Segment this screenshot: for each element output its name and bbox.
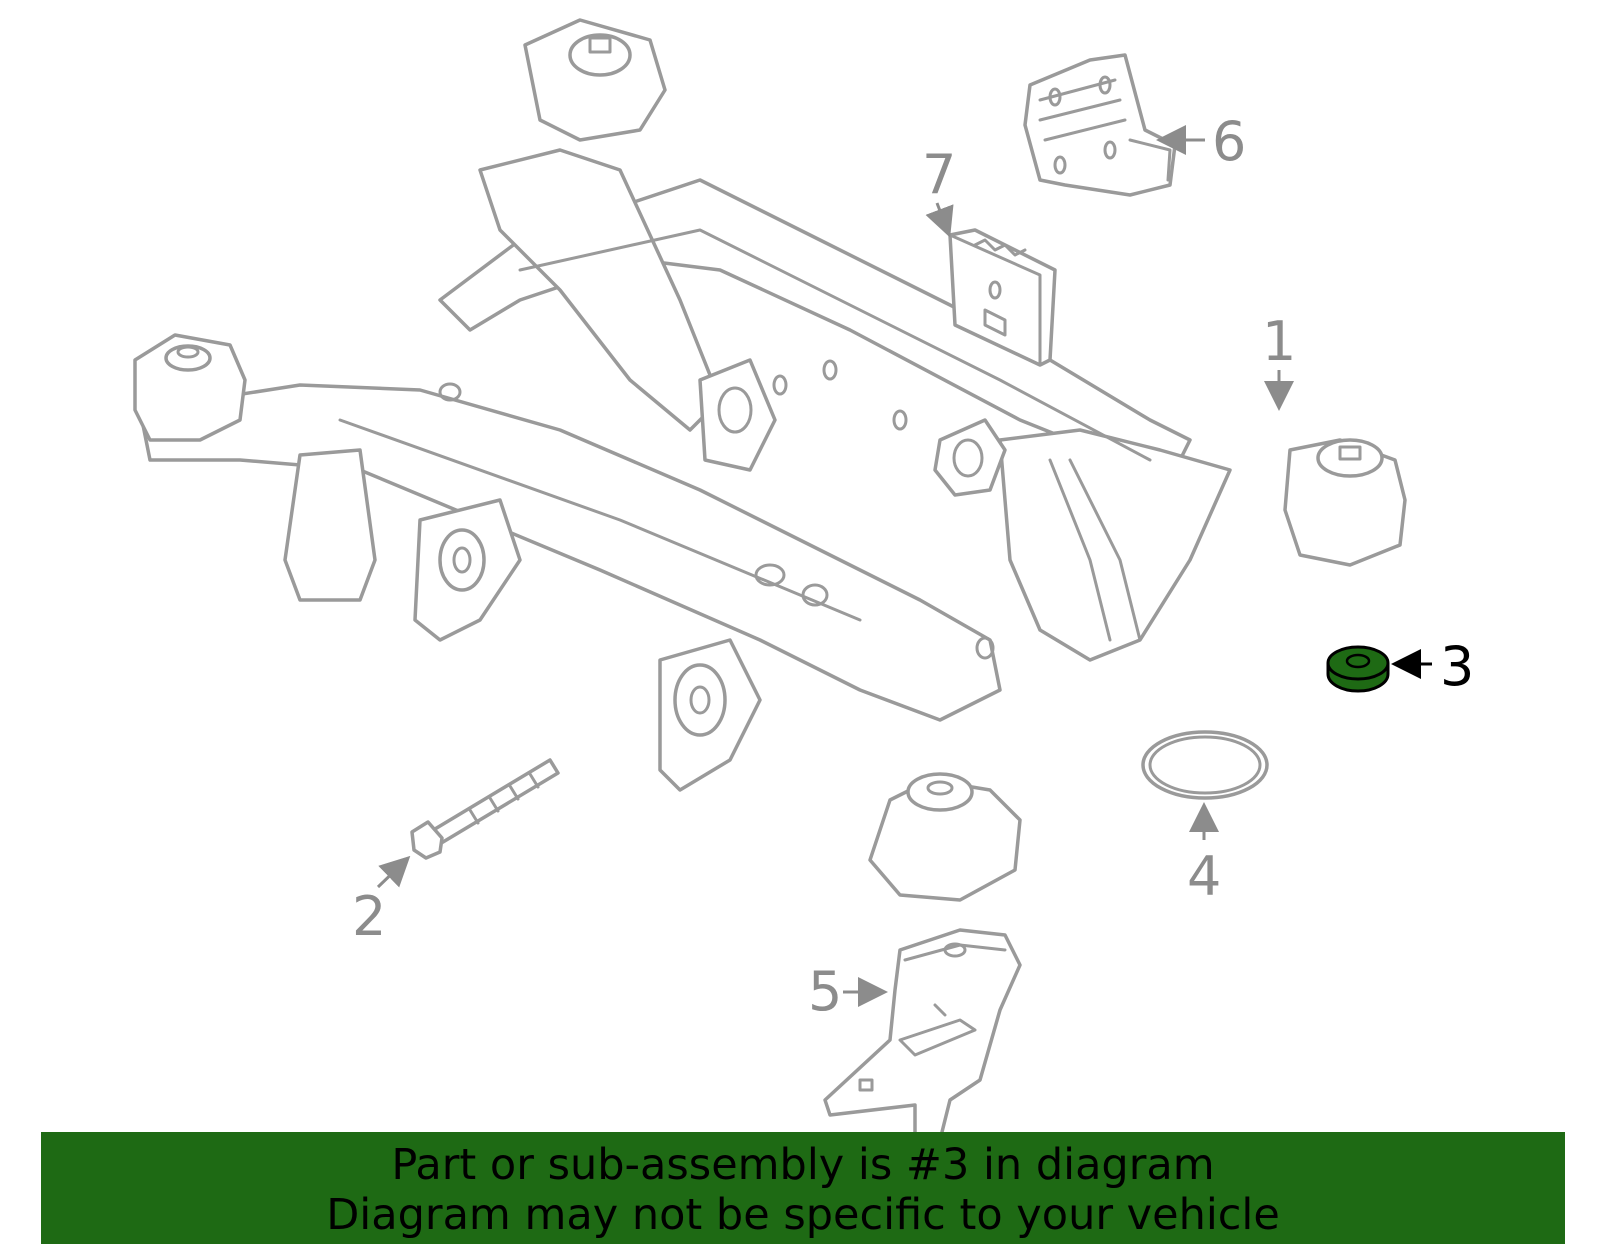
callout-4[interactable]: 4 (1187, 802, 1221, 908)
washer-part-3[interactable] (1326, 645, 1390, 693)
callout-3[interactable]: 3 (1391, 635, 1474, 698)
callout-label: 1 (1262, 310, 1296, 373)
ring-part-4[interactable] (1141, 730, 1269, 800)
bolt-part-2[interactable] (410, 758, 560, 860)
callout-2[interactable]: 2 (352, 855, 411, 948)
banner-line-part-info: Part or sub-assembly is #3 in diagram (391, 1140, 1215, 1190)
plate-part-6[interactable] (1023, 53, 1177, 197)
subframe-part-1[interactable] (133, 18, 1407, 902)
info-banner: Part or sub-assembly is #3 in diagram Di… (41, 1132, 1565, 1244)
callout-5[interactable]: 5 (808, 960, 888, 1023)
callout-label: 3 (1440, 635, 1474, 698)
callout-7[interactable]: 7 (922, 143, 956, 238)
bracket-part-5[interactable] (823, 928, 1022, 1142)
callout-label: 4 (1187, 845, 1221, 908)
callout-1[interactable]: 1 (1262, 310, 1296, 411)
callout-label: 2 (352, 885, 386, 948)
callout-6[interactable]: 6 (1156, 110, 1246, 173)
block-part-7[interactable] (948, 228, 1057, 367)
banner-line-disclaimer: Diagram may not be specific to your vehi… (326, 1190, 1280, 1240)
callout-label: 5 (808, 960, 842, 1023)
callout-label: 6 (1212, 110, 1246, 173)
callout-label: 7 (922, 143, 956, 206)
